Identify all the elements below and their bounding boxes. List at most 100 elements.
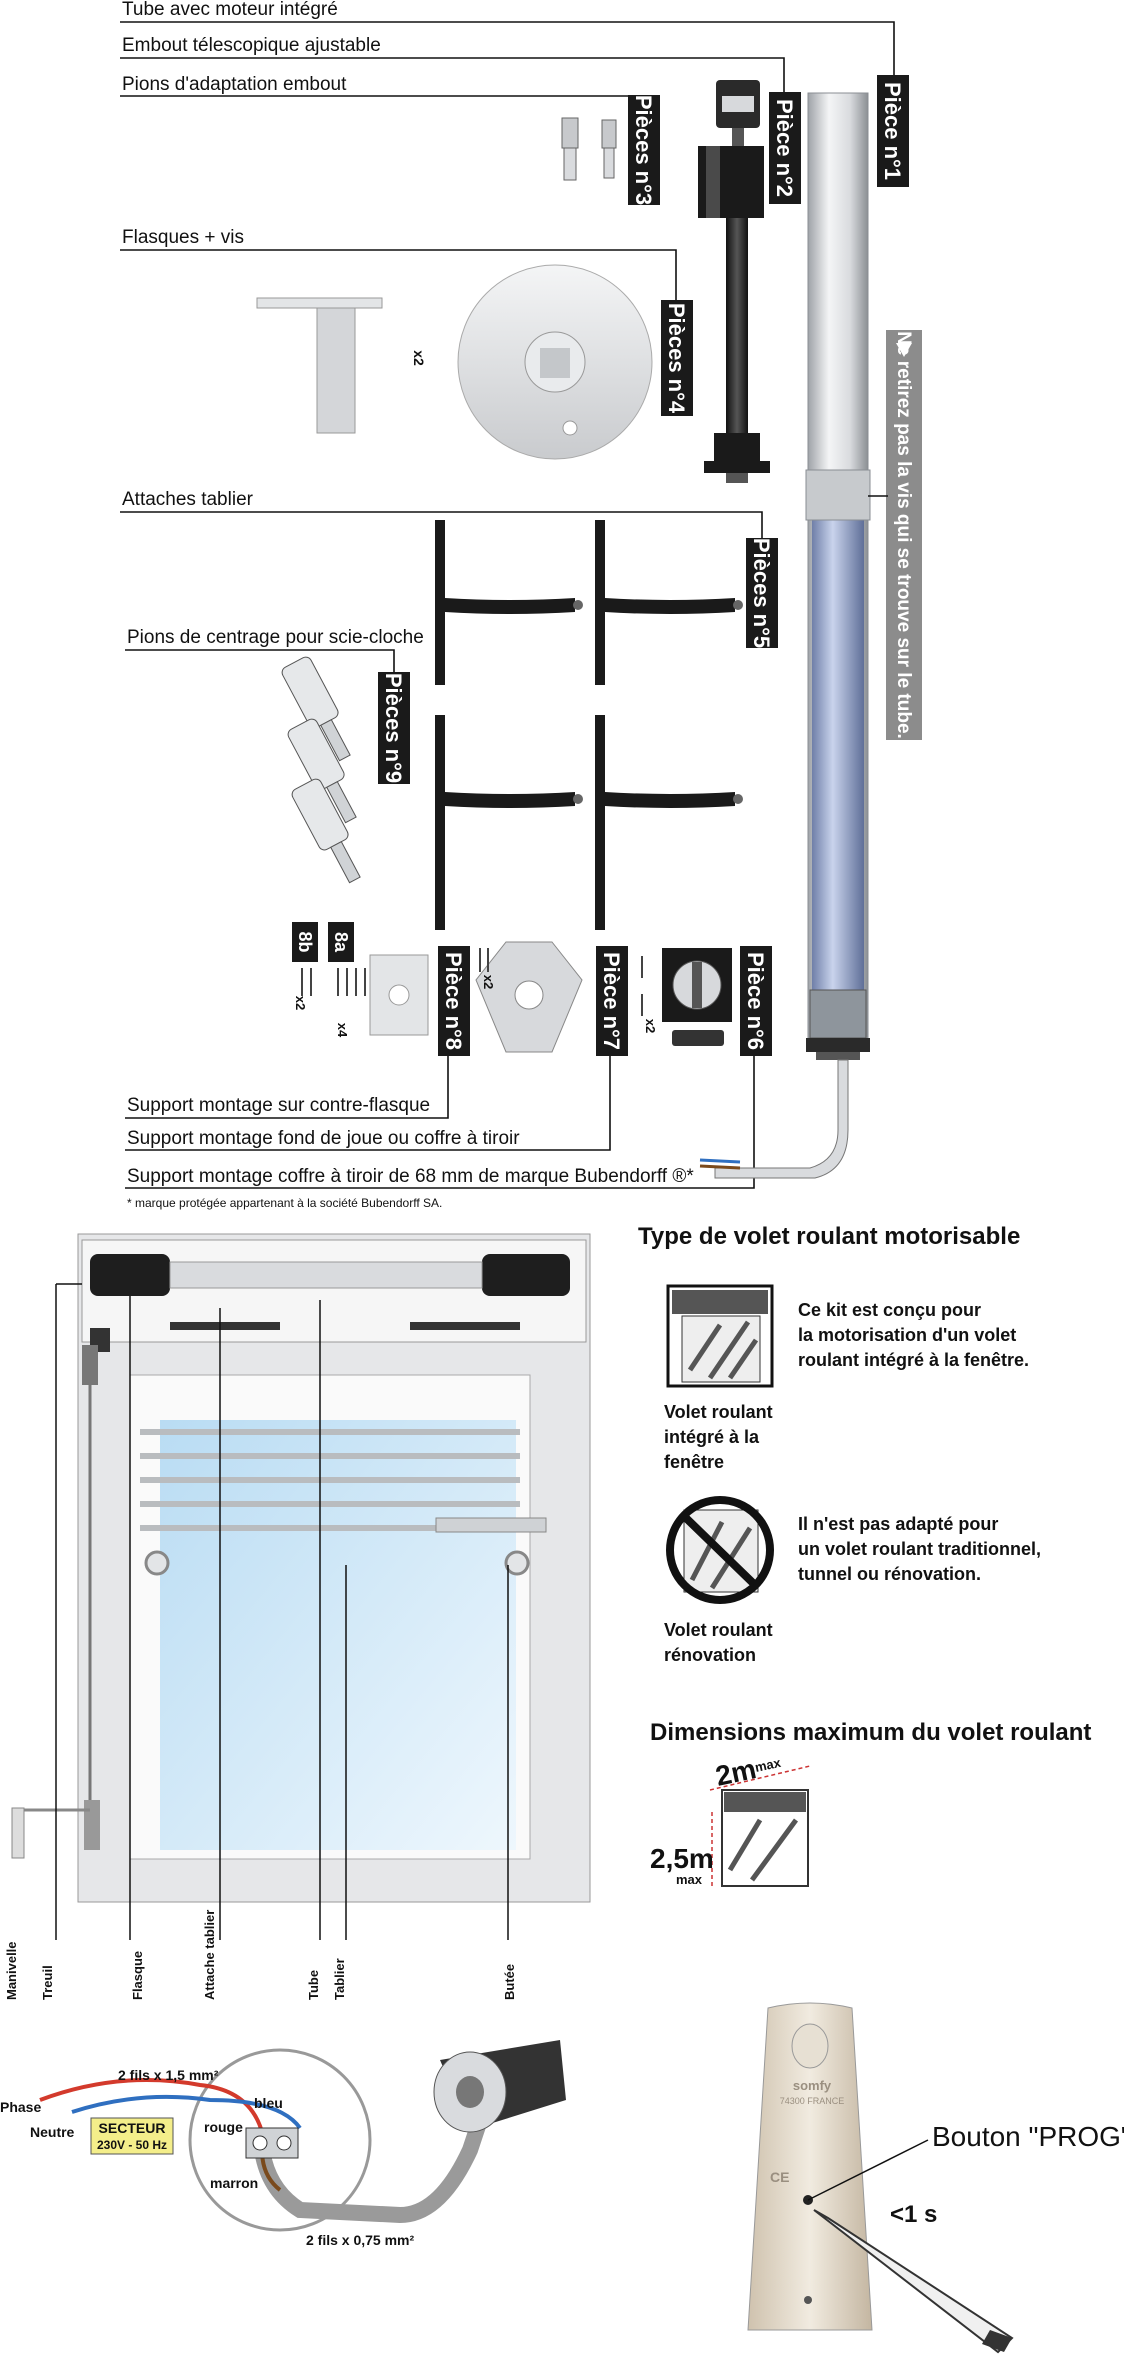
shutter-integrated-caption: Volet roulant intégré à la fenêtre [664, 1402, 773, 1472]
shutter-renovation-caption: Volet roulant rénovation [664, 1620, 773, 1665]
prog-label: Bouton "PROG" [932, 2121, 1124, 2152]
window-label-lines [55, 1283, 509, 1940]
wire-bleu-label: bleu [254, 2095, 283, 2111]
svg-text:max: max [676, 1872, 703, 1887]
svg-text:Pièces n°5: Pièces n°5 [749, 538, 774, 648]
wires-top-label: 2 fils x 1,5 mm² [118, 2067, 219, 2083]
svg-text:Pièce n°1: Pièce n°1 [880, 82, 905, 180]
telescopic-end-piece [698, 80, 770, 483]
remote-brand-sub: 74300 FRANCE [780, 2096, 845, 2106]
svg-text:un volet roulant traditionnel,: un volet roulant traditionnel, [798, 1539, 1041, 1559]
shutter-renovation-text: Il n'est pas adapté pour un volet roulan… [798, 1514, 1041, 1584]
wire-marron-label: marron [210, 2175, 258, 2191]
motor-tube-end [433, 2040, 566, 2133]
svg-text:Il n'est pas adapté pour: Il n'est pas adapté pour [798, 1514, 998, 1534]
svg-text:Flasque: Flasque [130, 1951, 145, 2000]
qty-piece-7: x2 [481, 975, 496, 989]
support-fond-de-joue: x2 [475, 941, 583, 1053]
svg-text:fenêtre: fenêtre [664, 1452, 724, 1472]
badge-8b: 8b [292, 922, 318, 962]
badge-piece-2: Pièce n°2 [769, 92, 801, 204]
flange-and-screws: x2 [256, 264, 653, 460]
qty-piece-4: x2 [411, 350, 427, 366]
badge-8a: 8a [328, 922, 354, 962]
shutter-renovation-forbidden-icon [666, 1496, 774, 1604]
window-illustration [11, 1233, 591, 1903]
svg-text:Pièce n°8: Pièce n°8 [441, 952, 466, 1050]
svg-text:la motorisation d'un volet: la motorisation d'un volet [798, 1325, 1016, 1345]
warning-icon [896, 343, 912, 357]
svg-text:tunnel ou rénovation.: tunnel ou rénovation. [798, 1564, 981, 1584]
window-labels: Manivelle Treuil Flasque Attache tablier… [4, 1910, 517, 2000]
label-piece-2: Embout télescopique ajustable [122, 35, 381, 56]
label-piece-3: Pions d'adaptation embout [122, 74, 347, 95]
tube-with-motor [699, 92, 871, 1179]
wire-neutre-label: Neutre [30, 2124, 75, 2140]
svg-text:Manivelle: Manivelle [4, 1941, 19, 2000]
centering-pins [281, 656, 361, 884]
qty-8a: x4 [335, 1023, 350, 1038]
shutter-integrated-text: Ce kit est conçu pour la motorisation d'… [798, 1300, 1029, 1370]
label-piece-8: Support montage sur contre-flasque [127, 1095, 430, 1116]
support-contre-flasque: x2 x4 [293, 954, 429, 1038]
svg-text:roulant intégré à la fenêtre.: roulant intégré à la fenêtre. [798, 1350, 1029, 1370]
svg-text:Volet roulant: Volet roulant [664, 1402, 773, 1422]
label-piece-1: Tube avec moteur intégré [122, 0, 338, 20]
warning-text: Ne retirez pas la vis qui se trouve sur … [893, 331, 914, 739]
svg-text:Ce kit est conçu pour: Ce kit est conçu pour [798, 1300, 981, 1320]
svg-text:Volet roulant: Volet roulant [664, 1620, 773, 1640]
qty-piece-6: x2 [643, 1019, 658, 1033]
svg-text:Tube: Tube [306, 1970, 321, 2000]
svg-text:Attache tablier: Attache tablier [202, 1910, 217, 2000]
wiring-diagram: SECTEUR 230V - 50 Hz Phase Neutre 2 fils… [0, 2040, 566, 2248]
label-piece-7: Support montage fond de joue ou coffre à… [127, 1128, 520, 1149]
svg-text:2,5m: 2,5m [650, 1843, 714, 1874]
svg-text:Treuil: Treuil [40, 1965, 55, 2000]
svg-text:2m: 2m [713, 1753, 759, 1792]
svg-text:8a: 8a [331, 932, 351, 953]
shutter-integrated-icon [666, 1284, 774, 1388]
remote-ce-mark: CE [770, 2169, 789, 2185]
svg-text:Pièce n°6: Pièce n°6 [743, 952, 768, 1050]
qty-8b: x2 [293, 996, 308, 1010]
max-dimensions-icon: 2m max 2,5m max [650, 1753, 811, 1887]
warning-strip: Ne retirez pas la vis qui se trouve sur … [886, 330, 922, 740]
callout-lines [120, 21, 895, 1189]
wires-bottom-label: 2 fils x 0,75 mm² [306, 2232, 415, 2248]
svg-text:max: max [754, 1755, 783, 1775]
adapter-pins [561, 117, 617, 181]
badge-piece-3: Pièces n°3 [628, 95, 660, 205]
support-bubendorff: x2 [641, 948, 732, 1046]
remote-brand: somfy [793, 2078, 832, 2093]
badge-piece-5: Pièces n°5 [746, 538, 778, 648]
wire-phase-label: Phase [0, 2099, 41, 2115]
remote-control: somfy 74300 FRANCE CE [747, 2002, 873, 2331]
badge-piece-6: Pièce n°6 [740, 946, 772, 1056]
secteur-label: SECTEUR [99, 2120, 166, 2136]
section-title-dimensions: Dimensions maximum du volet roulant [650, 1719, 1091, 1746]
pen-icon [813, 2209, 1014, 2354]
wire-rouge-label: rouge [204, 2119, 243, 2135]
svg-text:Pièces n°9: Pièces n°9 [381, 673, 406, 783]
svg-text:Pièces n°4: Pièces n°4 [664, 303, 689, 414]
apron-clips [435, 520, 743, 930]
badge-piece-8: Pièce n°8 [438, 946, 470, 1056]
press-time: <1 s [890, 2201, 937, 2228]
footnote: * marque protégée appartenant à la socié… [127, 1196, 442, 1210]
svg-text:intégré à la: intégré à la [664, 1427, 760, 1447]
badge-piece-7: Pièce n°7 [596, 946, 628, 1056]
badge-piece-4: Pièces n°4 [661, 300, 693, 416]
svg-text:8b: 8b [295, 931, 315, 952]
secteur-spec: 230V - 50 Hz [97, 2138, 167, 2152]
badge-piece-1: Pièce n°1 [877, 75, 909, 187]
svg-text:Pièces n°3: Pièces n°3 [631, 95, 656, 205]
svg-text:Butée: Butée [502, 1964, 517, 2000]
svg-text:Pièce n°7: Pièce n°7 [599, 952, 624, 1050]
section-title-type: Type de volet roulant motorisable [638, 1223, 1020, 1250]
svg-text:rénovation: rénovation [664, 1645, 756, 1665]
svg-text:Tablier: Tablier [332, 1958, 347, 2000]
label-piece-4: Flasques + vis [122, 227, 244, 248]
svg-text:Pièce n°2: Pièce n°2 [772, 99, 797, 197]
